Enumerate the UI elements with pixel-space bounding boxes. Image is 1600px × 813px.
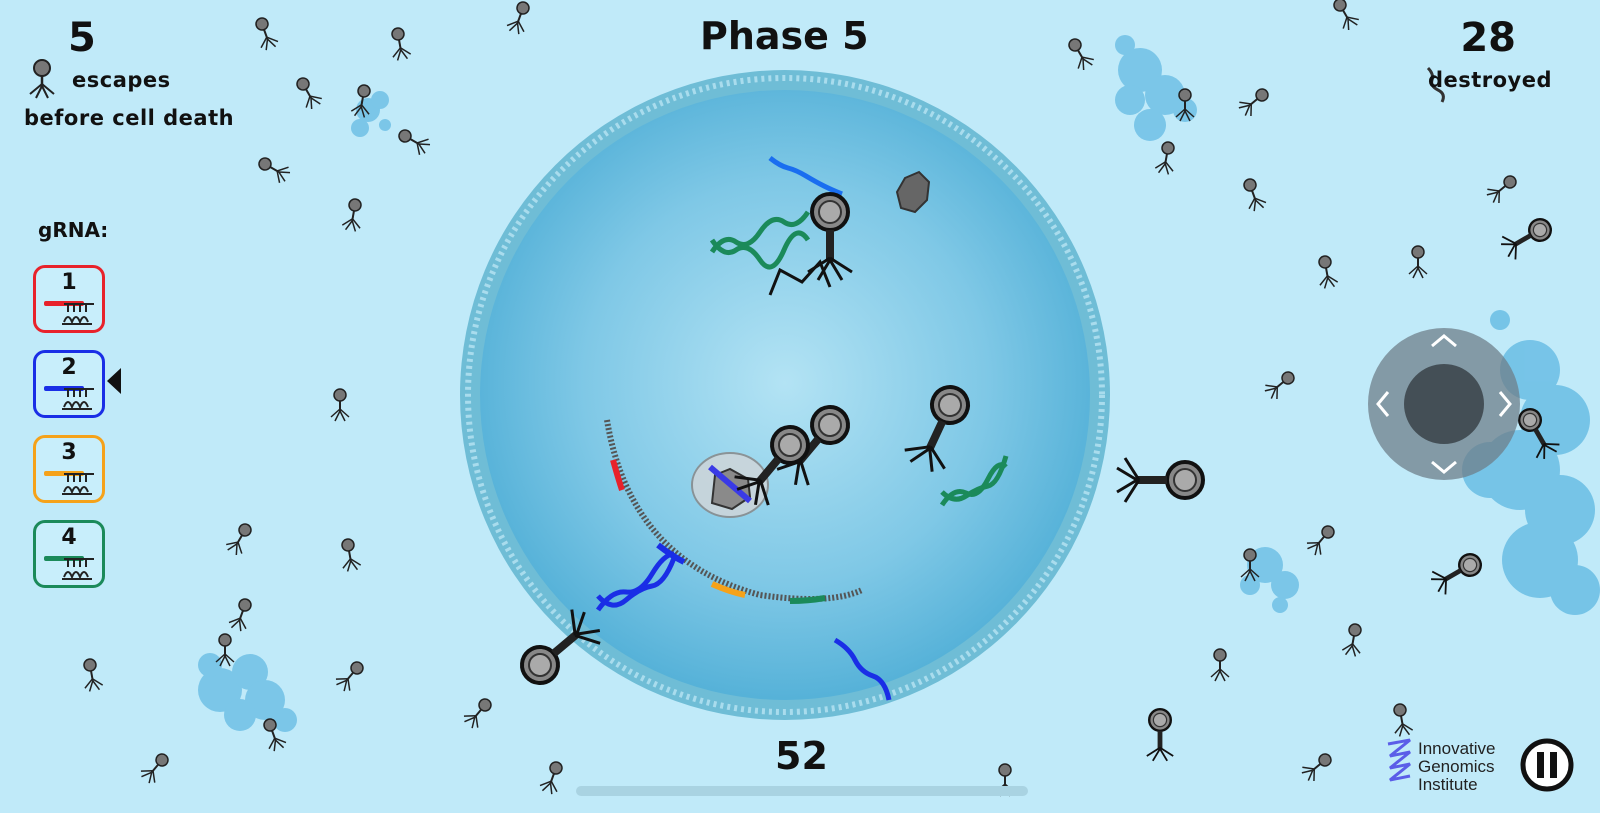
cas9-legs-icon xyxy=(62,473,94,495)
grna-slot-4[interactable]: 4 xyxy=(33,520,105,588)
cas9-legs-icon xyxy=(62,303,94,325)
igi-line-1: Innovative xyxy=(1418,739,1496,758)
debris-cloud-left-top xyxy=(351,91,391,137)
host-cell xyxy=(460,70,1110,720)
dna-helix-green-right xyxy=(939,455,1009,507)
dna-helix-green-top xyxy=(709,210,811,270)
debris-cloud-right-top xyxy=(1115,35,1197,141)
grna-slot-3[interactable]: 3 xyxy=(33,435,105,503)
phage-inside-legs xyxy=(768,259,832,296)
cas9-legs-icon xyxy=(62,388,94,410)
dna-helix-blue-bottom-left xyxy=(595,551,677,612)
phase-progress-bar xyxy=(576,786,1028,796)
igi-helix-logo xyxy=(1387,738,1411,782)
grna-slot-number: 4 xyxy=(61,525,77,550)
phage-escape-icon xyxy=(29,59,55,99)
phase-title: Phase 5 xyxy=(700,14,869,58)
destroyed-label: destroyed xyxy=(1427,68,1552,92)
grna-slot-number: 2 xyxy=(61,355,77,380)
dna-fragment-destroyed-icon xyxy=(1426,66,1445,103)
selected-arrow-icon xyxy=(107,368,121,394)
escapes-count: 5 xyxy=(68,15,96,61)
destroyed-count: 28 xyxy=(1460,15,1516,61)
grna-slot-number: 1 xyxy=(61,270,77,295)
dna-helix-blue-bottom-right xyxy=(833,637,892,701)
pause-icon[interactable] xyxy=(1520,738,1574,792)
grna-slot-2[interactable]: 2 xyxy=(33,350,105,418)
escapes-label: escapes xyxy=(72,68,171,92)
escapes-sublabel: before cell death xyxy=(24,106,235,130)
dpad-joystick-icon[interactable] xyxy=(1366,326,1522,482)
debris-cloud-left-bottom xyxy=(198,653,297,732)
cas9-legs-icon xyxy=(62,558,94,580)
grna-slot-1[interactable]: 1 xyxy=(33,265,105,333)
igi-line-3: Institute xyxy=(1418,775,1478,794)
phase-timer: 52 xyxy=(775,734,828,778)
player-cas9 xyxy=(691,452,769,518)
protein-debris xyxy=(895,170,931,214)
igi-institute-text: Innovative Genomics Institute xyxy=(1418,740,1496,794)
dna-helix-blue-top xyxy=(768,156,843,197)
igi-line-2: Genomics xyxy=(1418,757,1495,776)
grna-slot-number: 3 xyxy=(61,440,77,465)
grna-title: gRNA: xyxy=(38,218,109,242)
phage-membrane-right xyxy=(1115,456,1205,504)
